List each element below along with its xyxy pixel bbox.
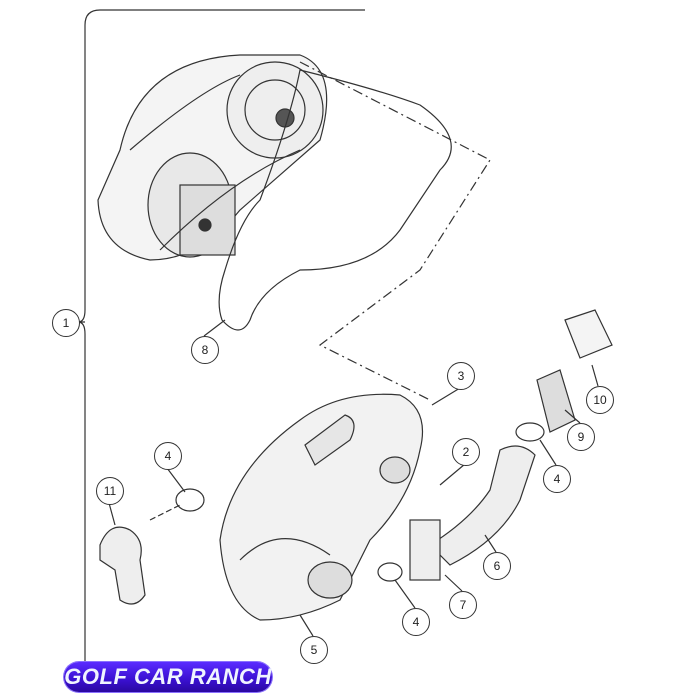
callout-7: 7	[449, 591, 477, 619]
callout-5: 5	[300, 636, 328, 664]
golf-car-ranch-logo: GOLF CAR RANCH	[64, 662, 272, 692]
callout-4-bottom: 4	[402, 608, 430, 636]
duct-6	[429, 445, 536, 566]
callout-6: 6	[483, 552, 511, 580]
clamp-4c	[377, 562, 403, 582]
callout-3: 3	[447, 362, 475, 390]
bracket-7	[409, 519, 441, 581]
callout-11: 11	[96, 477, 124, 505]
clutch-assembly	[97, 54, 328, 261]
filter-10	[564, 309, 613, 359]
duct-11	[99, 526, 146, 605]
clamp-4a	[175, 488, 205, 512]
callout-10: 10	[586, 386, 614, 414]
clamp-4b	[515, 422, 545, 442]
callout-4-right: 4	[543, 465, 571, 493]
callout-1: 1	[52, 309, 80, 337]
callout-8: 8	[191, 336, 219, 364]
assembly-bracket	[77, 9, 365, 690]
callout-4-left: 4	[154, 442, 182, 470]
clutch-housing	[219, 393, 424, 621]
callout-2: 2	[452, 438, 480, 466]
drive-belt	[218, 69, 452, 331]
callout-9: 9	[567, 423, 595, 451]
filter-9	[536, 369, 576, 433]
